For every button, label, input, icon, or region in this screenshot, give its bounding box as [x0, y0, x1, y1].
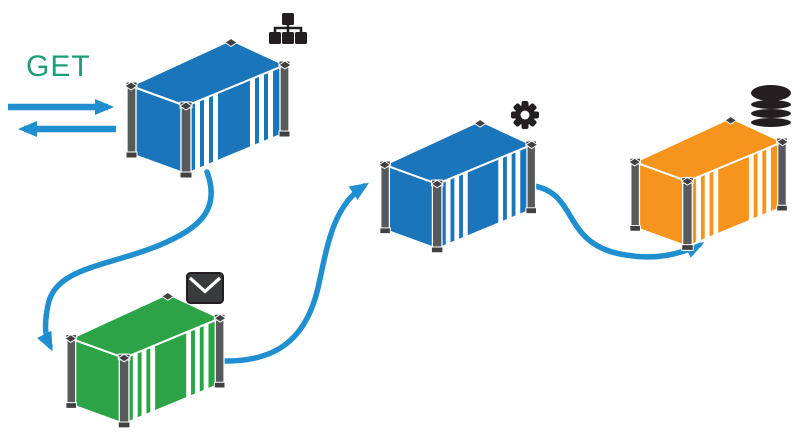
flow-arrow-2 — [221, 182, 370, 364]
container-sitemap — [124, 37, 292, 179]
container-database — [627, 115, 790, 252]
database-icon — [751, 85, 791, 127]
gear-icon — [511, 101, 539, 129]
container-gear — [377, 118, 539, 254]
container-envelope — [63, 291, 227, 429]
flow-arrow-3 — [531, 183, 705, 260]
get-label: GET — [26, 50, 91, 83]
flow-arrow-1 — [37, 169, 214, 352]
envelope-icon — [186, 272, 224, 304]
sitemap-icon — [269, 13, 307, 44]
